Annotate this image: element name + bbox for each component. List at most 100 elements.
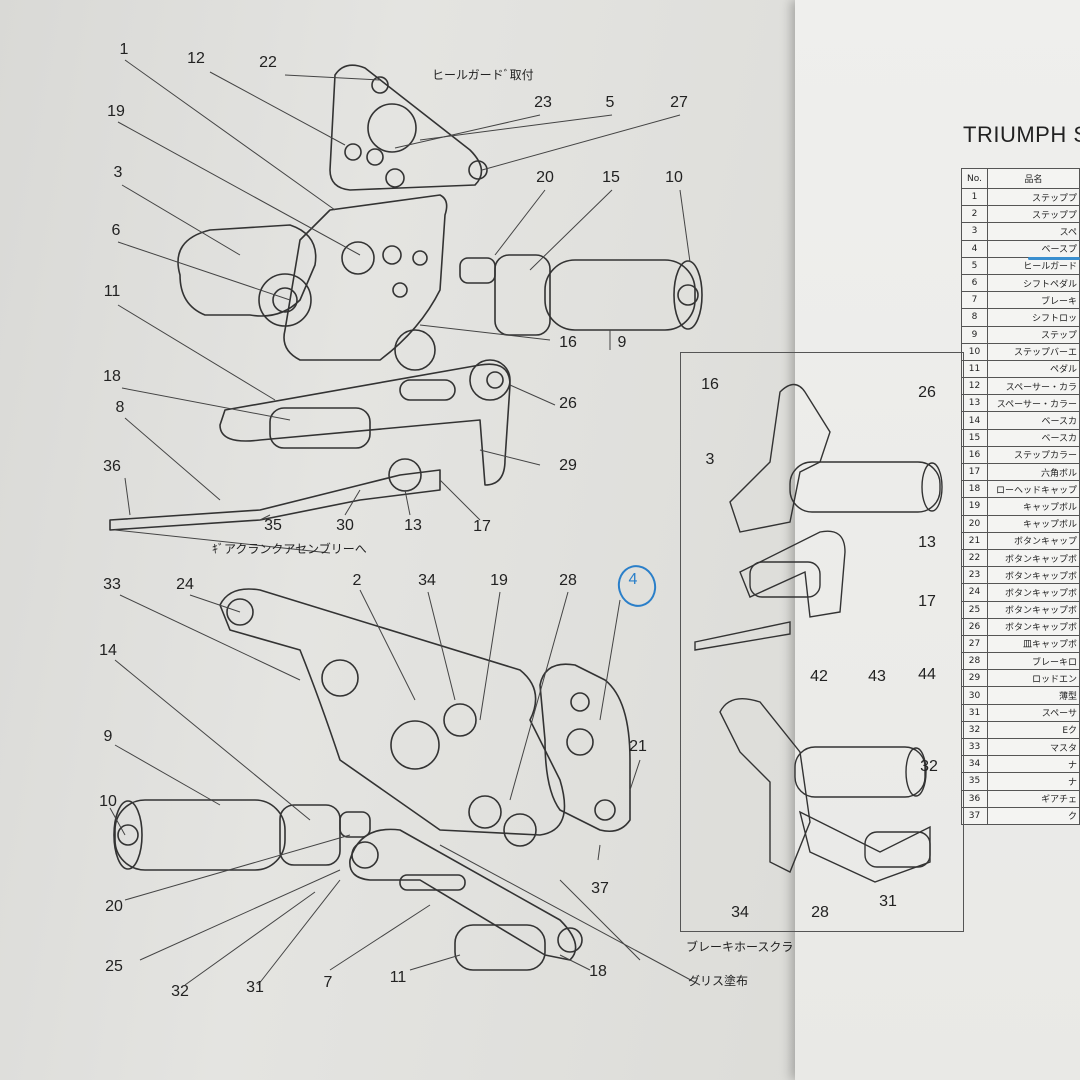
- part-name: ク: [986, 806, 1080, 825]
- callout-37: 37: [591, 880, 609, 897]
- heel-guard-hole: [367, 103, 417, 153]
- part-number: 14: [961, 411, 988, 430]
- part-number: 6: [961, 273, 988, 293]
- callout-17: 17: [473, 518, 491, 535]
- inset-callout-16: 16: [701, 376, 719, 393]
- header-no: No.: [961, 168, 988, 189]
- part-number: 35: [961, 772, 988, 791]
- inset-callout-34: 34: [731, 904, 749, 921]
- part-name: Eク: [986, 720, 1080, 740]
- callout-6: 6: [111, 222, 121, 239]
- inset-callout-13: 13: [918, 534, 936, 551]
- page-title: TRIUMPH S: [963, 122, 1080, 147]
- part-name: 六角ボル: [986, 462, 1080, 482]
- callout-13: 13: [404, 517, 422, 534]
- part-number: 16: [961, 445, 988, 465]
- part-name: シフトロッ: [986, 308, 1080, 327]
- part-number: 24: [961, 583, 988, 602]
- part-number: 1: [961, 187, 988, 207]
- part-number: 30: [961, 686, 988, 705]
- footpeg-bottom: [114, 799, 286, 871]
- part-number: 29: [961, 669, 988, 688]
- part-name: ロッドエン: [986, 669, 1080, 688]
- callout-19: 19: [107, 103, 125, 120]
- callout-25: 25: [105, 958, 123, 975]
- heel-guard-plate: [329, 64, 483, 191]
- part-number: 32: [961, 720, 988, 740]
- callout-4: 4: [628, 571, 638, 588]
- part-number: 10: [961, 342, 988, 361]
- part-number: 20: [961, 514, 988, 533]
- callout-33: 33: [103, 576, 121, 593]
- callout-18b: 18: [589, 963, 607, 980]
- step-plate-bottom: [219, 588, 566, 836]
- part-number: 11: [961, 359, 988, 379]
- callout-19b: 19: [490, 572, 508, 589]
- part-name: ブレーキロ: [986, 652, 1080, 671]
- part-number: 15: [961, 428, 988, 447]
- part-number: 26: [961, 617, 988, 636]
- part-name: マスタ: [986, 737, 1080, 757]
- inset-callout-44: 44: [918, 666, 936, 683]
- part-name: スペ: [986, 222, 1080, 241]
- part-name: ナ: [986, 772, 1080, 791]
- callout-23: 23: [534, 94, 552, 111]
- part-name: ペダル: [986, 359, 1080, 379]
- handwritten-underline: [1028, 257, 1080, 260]
- callout-22: 22: [259, 54, 277, 71]
- callout-15: 15: [602, 169, 620, 186]
- inset-callout-26: 26: [918, 384, 936, 401]
- part-name: 皿キャップボ: [986, 634, 1080, 654]
- callout-28: 28: [559, 572, 577, 589]
- part-number: 27: [961, 634, 988, 654]
- base-plate: [539, 663, 631, 833]
- part-number: 37: [961, 806, 988, 825]
- callout-21: 21: [629, 738, 647, 755]
- part-name: ステップバーエ: [986, 342, 1080, 361]
- callout-16: 16: [559, 334, 577, 351]
- header-name: 品名: [986, 168, 1080, 189]
- part-name: ナ: [986, 755, 1080, 774]
- part-name: 薄型: [986, 686, 1080, 705]
- part-name: ステッププ: [986, 187, 1080, 207]
- part-name: ボタンキャップボ: [986, 600, 1080, 619]
- inset-assembled-drawing: [694, 383, 943, 883]
- callout-36: 36: [103, 458, 121, 475]
- part-number: 34: [961, 755, 988, 774]
- callout-31: 31: [246, 979, 264, 996]
- part-number: 12: [961, 377, 988, 396]
- callout-12: 12: [187, 50, 205, 67]
- part-number: 36: [961, 789, 988, 808]
- callout-10: 10: [665, 169, 683, 186]
- step-plate-top: [283, 194, 448, 361]
- callout-18: 18: [103, 368, 121, 385]
- exploded-parts-drawing: [109, 59, 703, 986]
- part-name: ブレーキ: [986, 291, 1080, 310]
- callout-1: 1: [119, 41, 129, 58]
- exploded-diagram-page: [0, 0, 830, 1080]
- part-number: 5: [961, 256, 988, 275]
- part-number: 25: [961, 600, 988, 619]
- part-number: 4: [961, 239, 988, 258]
- inset-callout-31: 31: [879, 893, 897, 910]
- callout-34: 34: [418, 572, 436, 589]
- inset-callout-43: 43: [868, 668, 886, 685]
